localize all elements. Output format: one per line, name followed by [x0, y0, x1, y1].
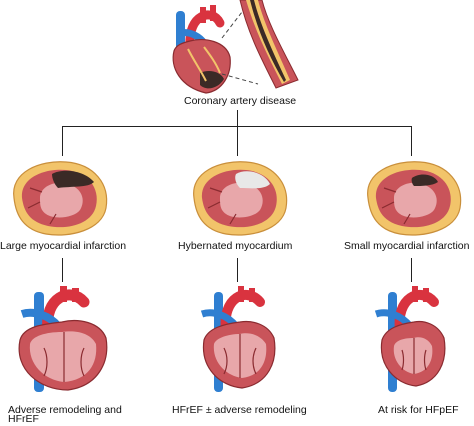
heart-icon	[172, 5, 231, 94]
connector-drop-left	[62, 126, 63, 156]
bottom-label-right: At risk for HFpEF	[378, 404, 459, 416]
connector-lower-middle	[237, 258, 238, 282]
connector-trunk	[237, 110, 238, 126]
connector-drop-middle	[237, 126, 238, 156]
connector-drop-right	[411, 126, 412, 156]
cross-section-hibernated-icon	[193, 161, 288, 236]
heart-dilated-icon	[18, 286, 108, 392]
connector-lower-right	[411, 258, 412, 282]
bottom-label-middle: HFrEF ± adverse remodeling	[172, 404, 307, 416]
bottom-label-left-line1: Adverse remodeling and	[8, 404, 122, 416]
mid-label-right: Small myocardial infarction	[344, 240, 470, 252]
cross-section-small-mi-icon	[367, 161, 462, 236]
cross-section-large-mi-icon	[13, 161, 108, 236]
mid-label-left: Large myocardial infarction	[0, 240, 127, 252]
mid-label-middle: Hybernated myocardium	[178, 240, 293, 252]
heart-hfpef-icon	[374, 286, 446, 392]
heart-hfref-icon	[200, 286, 276, 392]
zoom-dashed-lines	[221, 11, 259, 85]
bottom-label-left-line2: HFrEF	[8, 413, 39, 425]
artery-plaque-icon	[239, 0, 299, 89]
top-label: Coronary artery disease	[184, 95, 297, 107]
connector-lower-left	[62, 258, 63, 282]
